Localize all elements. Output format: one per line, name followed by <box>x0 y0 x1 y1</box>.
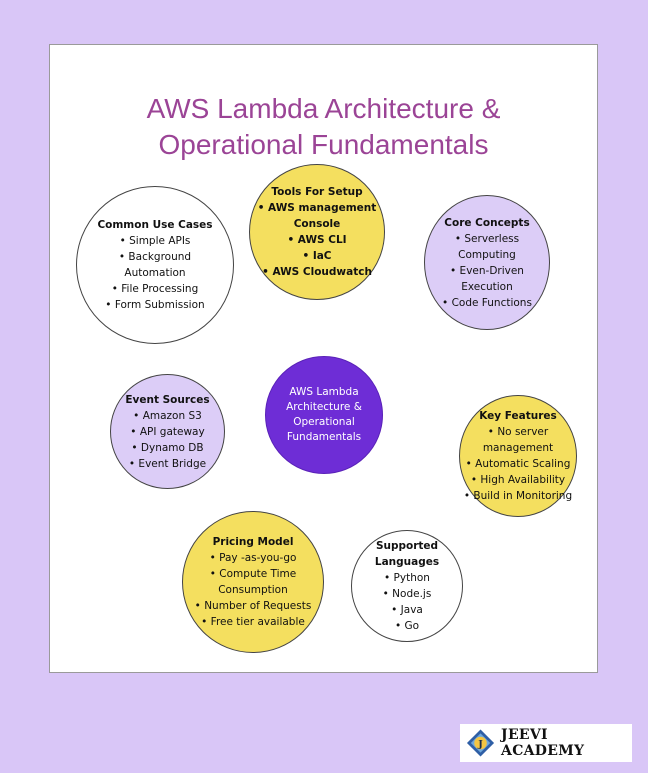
node-title: Tools For Setup <box>271 186 363 198</box>
node-item: • Code Functions <box>442 296 532 309</box>
node-item: • Form Submission <box>105 299 205 311</box>
node-title: Pricing Model <box>212 536 294 548</box>
node-item: • High Availability <box>470 474 566 486</box>
node-supported-languages: Supported Languages • Python • Node.js •… <box>351 530 463 642</box>
node-item: Console <box>293 218 341 230</box>
node-title: Supported Languages <box>374 540 440 568</box>
node-item: Automation <box>124 267 186 279</box>
node-item: • Build in Monitoring <box>463 490 573 502</box>
node-item: Computing <box>458 248 516 261</box>
node-item: • Free tier available <box>201 616 305 628</box>
node-item: • Number of Requests <box>194 600 312 612</box>
node-title: Common Use Cases <box>97 219 213 231</box>
node-item: • API gateway <box>130 425 205 438</box>
node-item: • AWS CLI <box>287 234 347 246</box>
center-line: Fundamentals <box>286 431 362 443</box>
node-item: • AWS management <box>257 202 377 214</box>
node-item: • Python <box>384 572 430 584</box>
node-common-use-cases: Common Use Cases • Simple APIs • Backgro… <box>76 186 234 344</box>
node-title: Core Concepts <box>444 216 530 229</box>
node-item: • Amazon S3 <box>133 409 202 422</box>
node-key-features: Key Features • No server management • Au… <box>459 395 577 517</box>
node-item: • Simple APIs <box>119 235 191 247</box>
node-title: Key Features <box>479 410 557 422</box>
node-title: Event Sources <box>125 393 210 406</box>
logo-letter: J <box>477 739 483 750</box>
center-line: Operational <box>293 416 355 428</box>
brand-name: JEEVI ACADEMY <box>501 727 585 759</box>
node-item: • Compute Time <box>209 568 297 580</box>
node-item: • Background <box>118 251 192 263</box>
brand-badge: J JEEVI ACADEMY <box>460 724 632 762</box>
node-item: • Node.js <box>382 588 432 600</box>
node-item: • No server <box>487 426 549 438</box>
node-item: • AWS Cloudwatch <box>262 266 372 278</box>
node-item: • File Processing <box>111 283 199 295</box>
node-item: • Pay -as-you-go <box>209 552 297 564</box>
center-line: Architecture & <box>286 401 362 413</box>
node-tools-for-setup: Tools For Setup • AWS management Console… <box>249 164 385 300</box>
node-item: • Go <box>394 620 420 632</box>
node-item: • Automatic Scaling <box>465 458 571 470</box>
center-line: AWS Lambda <box>289 386 359 398</box>
page-title: AWS Lambda Architecture & Operational Fu… <box>50 91 597 163</box>
node-core-concepts: Core Concepts • Serverless Computing • E… <box>424 195 550 330</box>
node-item: Consumption <box>218 584 288 596</box>
node-item: Execution <box>461 280 513 293</box>
node-item: • Serverless <box>454 232 520 245</box>
node-item: • IaC <box>302 250 332 262</box>
node-item: • Event Bridge <box>128 457 207 470</box>
title-line-1: AWS Lambda Architecture & <box>146 93 501 124</box>
node-pricing-model: Pricing Model • Pay -as-you-go • Compute… <box>182 511 324 653</box>
title-line-2: Operational Fundamentals <box>158 129 489 160</box>
jeevi-logo-icon: J <box>466 729 495 757</box>
node-event-sources: Event Sources • Amazon S3 • API gateway … <box>110 374 225 489</box>
center-node: AWS Lambda Architecture & Operational Fu… <box>265 356 383 474</box>
node-item: management <box>482 442 554 454</box>
node-item: • Java <box>391 604 423 616</box>
node-item: • Even-Driven <box>450 264 524 277</box>
node-item: • Dynamo DB <box>131 441 204 454</box>
